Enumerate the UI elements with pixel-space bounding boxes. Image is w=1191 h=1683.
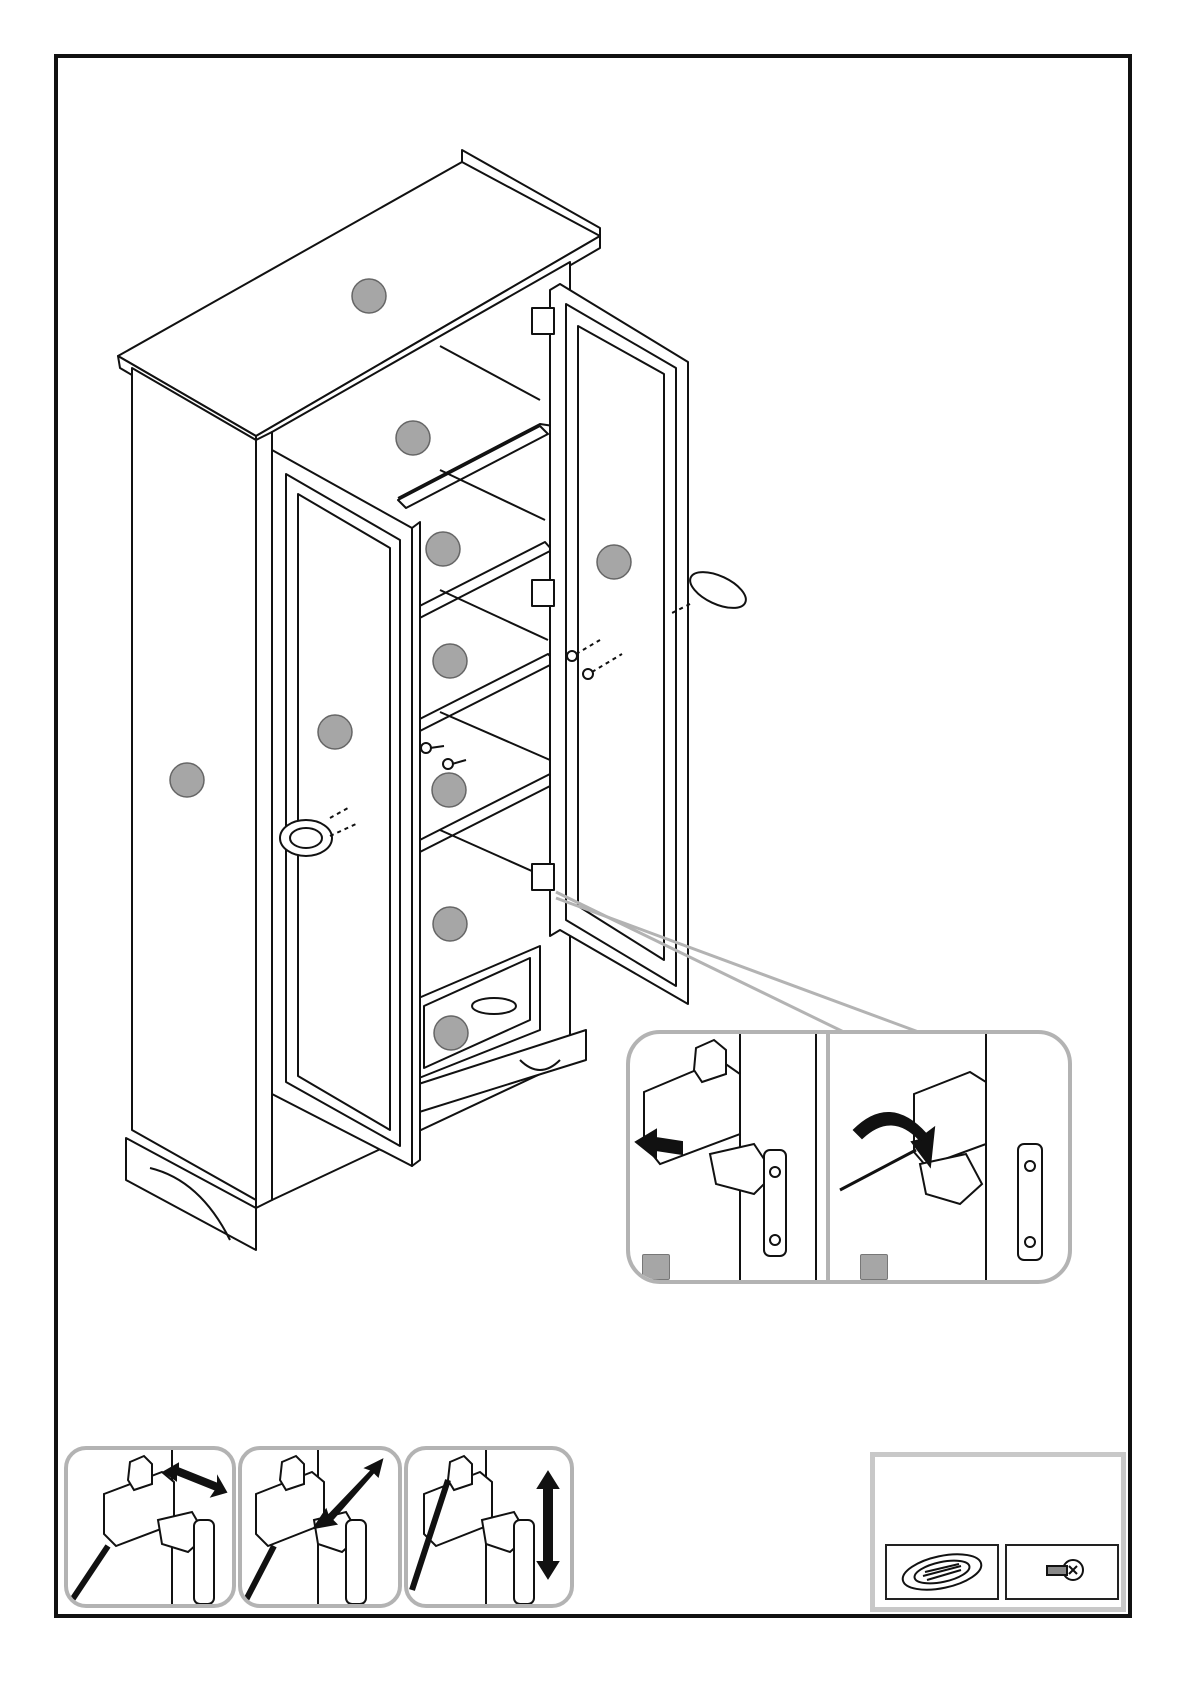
part-marker: [597, 545, 631, 579]
step-marker-2: [860, 1254, 888, 1280]
parts-list-item-screw: [1005, 1544, 1119, 1600]
right-door: [550, 284, 688, 1004]
screwdriver-icon: [246, 1546, 274, 1600]
hinge: [532, 864, 554, 890]
door-handle-oval: [685, 565, 751, 616]
parts-list: [870, 1452, 1126, 1612]
door-handle-oval: [280, 820, 332, 856]
height-arrow-icon: [538, 1472, 558, 1578]
part-marker: [396, 421, 430, 455]
part-marker: [170, 763, 204, 797]
part-marker: [433, 644, 467, 678]
step-marker-1: [642, 1254, 670, 1280]
screw-icon: [1047, 1560, 1083, 1580]
part-marker: [318, 715, 352, 749]
hinge-callout: [626, 1030, 1072, 1284]
part-marker: [432, 773, 466, 807]
oval-handle-icon: [900, 1548, 985, 1596]
part-marker: [426, 532, 460, 566]
screwdriver-icon: [72, 1546, 108, 1600]
parts-list-item-handle: [885, 1544, 999, 1600]
adjustment-panel-height: [404, 1446, 574, 1608]
part-marker: [352, 279, 386, 313]
part-marker: [434, 1016, 468, 1050]
part-marker: [433, 907, 467, 941]
hinge: [532, 580, 554, 606]
adjustment-panel-depth: [64, 1446, 236, 1608]
hinge: [532, 308, 554, 334]
adjustment-panel-side: [238, 1446, 402, 1608]
